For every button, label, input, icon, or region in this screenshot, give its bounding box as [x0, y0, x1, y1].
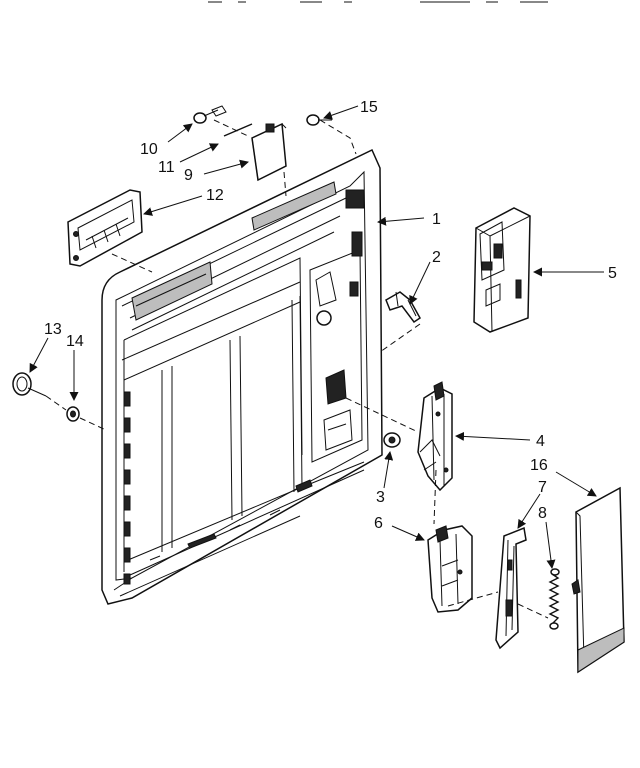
- callout-4: 4: [536, 433, 545, 450]
- latch-housing: [473, 207, 531, 333]
- screw-part-15: [306, 114, 332, 126]
- callout-labels: 15 10 11 9 12 1 2 5 13 14 4 16 7 3 8 6: [44, 99, 617, 532]
- callout-13: 13: [44, 321, 62, 338]
- callout-1: 1: [432, 211, 441, 228]
- latch-spring: [548, 568, 560, 630]
- callout-15: 15: [360, 99, 378, 116]
- inner-door-panel: [101, 148, 383, 605]
- screw-part-10: [193, 109, 219, 124]
- callout-3: 3: [376, 489, 385, 506]
- left-rail-slots: [123, 391, 131, 585]
- side-trim-panel: [571, 486, 625, 674]
- callout-7: 7: [538, 479, 547, 496]
- callout-6: 6: [374, 515, 383, 532]
- callout-2: 2: [432, 249, 441, 266]
- alignment-lines: [45, 119, 549, 619]
- latch-lever: [417, 381, 453, 492]
- nut-part-3: [383, 432, 401, 448]
- latch-slide: [495, 526, 527, 650]
- knob-part-13: [12, 372, 47, 397]
- callout-8: 8: [538, 505, 547, 522]
- washer-part-14: [66, 406, 80, 422]
- callout-5: 5: [608, 265, 617, 282]
- callout-12: 12: [206, 187, 224, 204]
- callout-9: 9: [184, 167, 193, 184]
- latch-base: [427, 525, 473, 613]
- callout-16: 16: [530, 457, 548, 474]
- latch-clip: [385, 291, 421, 324]
- pin-part-11: [211, 105, 253, 137]
- callout-14: 14: [66, 333, 84, 350]
- door-switch-cover: [251, 122, 287, 182]
- handle-bracket: [67, 189, 143, 267]
- callout-11: 11: [158, 159, 175, 176]
- callout-10: 10: [140, 141, 158, 158]
- leader-lines: [29, 105, 604, 569]
